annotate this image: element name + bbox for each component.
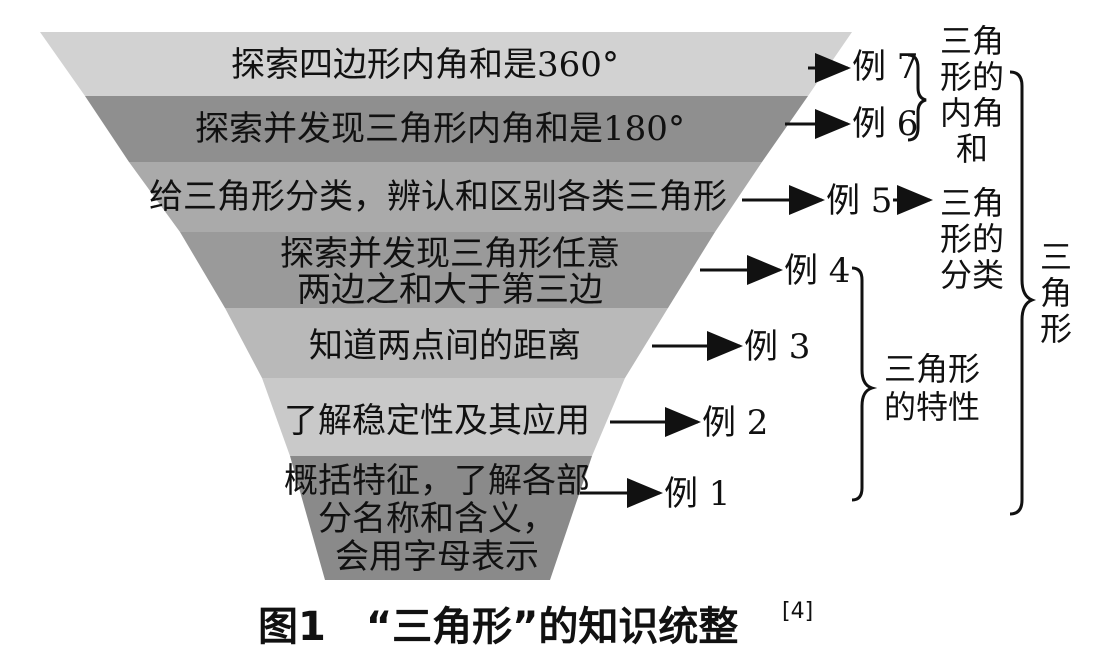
brace-examples-6-7 xyxy=(907,53,927,142)
band-2-text: 探索并发现三角形内角和是180° xyxy=(195,109,685,149)
group-triangle-line1: 三 xyxy=(1040,238,1072,276)
group-properties-line2: 的特性 xyxy=(884,388,980,426)
funnel-band-1 xyxy=(40,32,852,96)
group-angles-line4: 和 xyxy=(956,130,988,168)
group-labels: 三角 形的 内角 和 三角 形的 分类 三角形 的特性 三 角 形 xyxy=(884,22,1072,426)
example-labels: 例 7 例 6 例 5 例 4 例 3 例 2 例 1 xyxy=(664,47,918,514)
band-7-text-line2: 分名称和含义， xyxy=(318,499,556,539)
group-triangle-line2: 角 xyxy=(1040,274,1072,312)
funnel-band-2 xyxy=(85,96,808,162)
band-5-text: 知道两点间的距离 xyxy=(309,326,581,366)
example-5-label: 例 5 xyxy=(826,181,892,221)
example-7-label: 例 7 xyxy=(852,47,918,87)
band-4-text-line1: 探索并发现三角形任意 xyxy=(280,234,620,274)
band-7-text-line1: 概括特征，了解各部 xyxy=(284,461,590,501)
band-7-text-line3: 会用字母表示 xyxy=(335,537,539,577)
group-angles-line5: 三角 xyxy=(940,184,1004,222)
band-6-text: 了解稳定性及其应用 xyxy=(284,401,590,441)
funnel xyxy=(40,32,852,580)
band-3-text: 给三角形分类，辨认和区别各类三角形 xyxy=(149,177,727,217)
caption-text: 图1 “三角形”的知识统整 xyxy=(258,604,738,650)
group-triangle-line3: 形 xyxy=(1040,310,1072,348)
group-angles-line3: 内角 xyxy=(940,94,1004,132)
group-angles-line2: 形的 xyxy=(940,58,1004,96)
band-1-text: 探索四边形内角和是360° xyxy=(231,45,619,85)
band-4-text-line2: 两边之和大于第三边 xyxy=(297,270,603,310)
figure-caption: 图1 “三角形”的知识统整 [4] xyxy=(258,599,813,650)
group-properties-line1: 三角形 xyxy=(884,350,980,388)
funnel-band-4 xyxy=(180,232,715,308)
funnel-band-3 xyxy=(129,162,762,232)
caption-reference: [4] xyxy=(782,599,813,624)
group-angles-line6: 形的 xyxy=(940,220,1004,258)
group-angles-line7: 分类 xyxy=(940,256,1004,294)
example-4-label: 例 4 xyxy=(784,251,850,291)
braces xyxy=(851,53,1037,516)
group-angles-line1: 三角 xyxy=(940,22,1004,60)
example-3-label: 例 3 xyxy=(744,327,810,367)
funnel-band-5 xyxy=(225,308,668,378)
example-2-label: 例 2 xyxy=(702,403,768,443)
example-6-label: 例 6 xyxy=(852,104,918,144)
brace-triangle xyxy=(1009,70,1037,516)
funnel-band-6 xyxy=(262,378,625,456)
brace-examples-1-4 xyxy=(851,266,878,502)
example-1-label: 例 1 xyxy=(664,474,730,514)
funnel-band-7 xyxy=(290,456,592,580)
example-arrows xyxy=(580,53,933,508)
funnel-labels: 探索四边形内角和是360° 探索并发现三角形内角和是180° 给三角形分类，辨认… xyxy=(149,45,727,577)
